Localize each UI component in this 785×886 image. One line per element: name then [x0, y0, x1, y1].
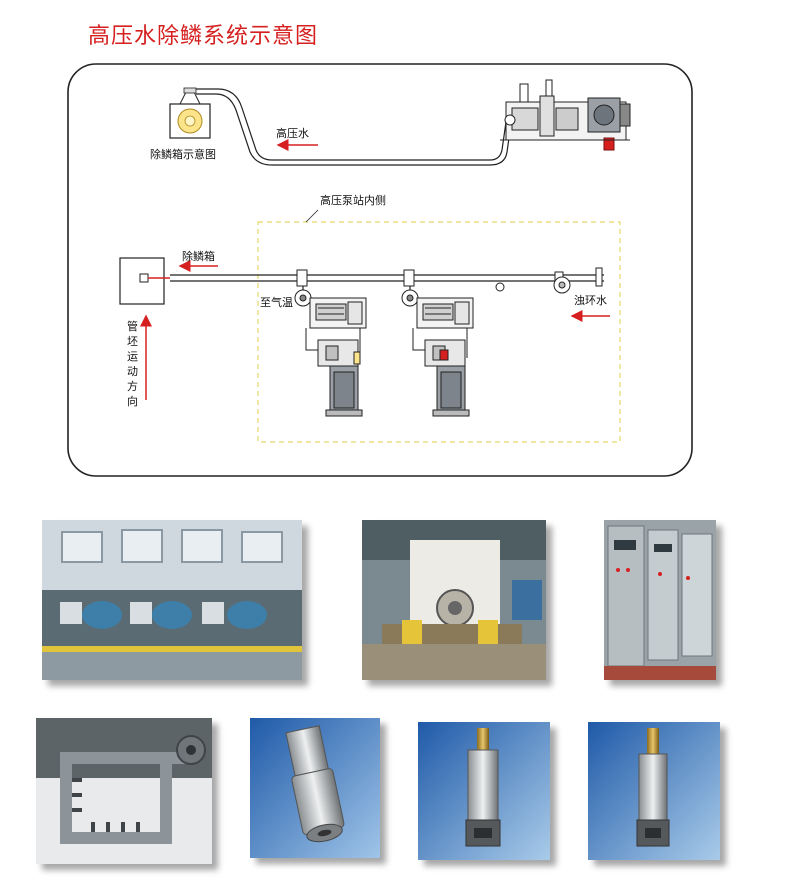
svg-text:运: 运 [127, 350, 138, 363]
high-pressure-water-label: 高压水 [276, 126, 309, 140]
pump-unit-top-icon [500, 79, 631, 151]
nozzle-photo-2 [418, 722, 550, 860]
svg-text:动: 动 [127, 365, 138, 378]
spray-header-photo [36, 718, 212, 864]
descaling-box-icon [169, 87, 211, 139]
descaling-box-photo [362, 520, 546, 680]
page-title: 高压水除鳞系统示意图 [88, 24, 319, 49]
diagram-frame [67, 63, 693, 477]
turbid-water-label: 浊环水 [574, 294, 607, 307]
descaling-box-diagram-label: 除鳞箱示意图 [150, 147, 216, 161]
nozzle-photo-3 [588, 722, 720, 860]
pump-station-inside-label: 高压泵站内侧 [320, 193, 386, 207]
pump-unit-1-icon [294, 289, 367, 417]
svg-text:坯: 坯 [127, 335, 138, 348]
descaling-box-label: 除鳞箱 [182, 249, 215, 263]
billet-direction-label: 管 坯 运 动 方 向 [127, 319, 138, 408]
pump-station-boundary [257, 221, 621, 443]
control-cabinet-photo [604, 520, 716, 680]
svg-text:向: 向 [127, 394, 138, 408]
svg-text:管: 管 [127, 319, 138, 333]
pipe-fittings [296, 267, 603, 294]
workshop-pump-room-photo [42, 520, 302, 680]
main-header-pipe [170, 274, 604, 298]
system-diagram: 除鳞箱示意图 高压水 高压泵站内侧 除鳞箱 [67, 63, 693, 477]
pump-unit-2-icon [401, 289, 474, 417]
to-air-temp-label: 至气温 [260, 295, 293, 309]
high-pressure-pipe [196, 88, 512, 166]
nozzle-photo-1 [250, 718, 380, 858]
svg-text:方: 方 [127, 379, 138, 393]
